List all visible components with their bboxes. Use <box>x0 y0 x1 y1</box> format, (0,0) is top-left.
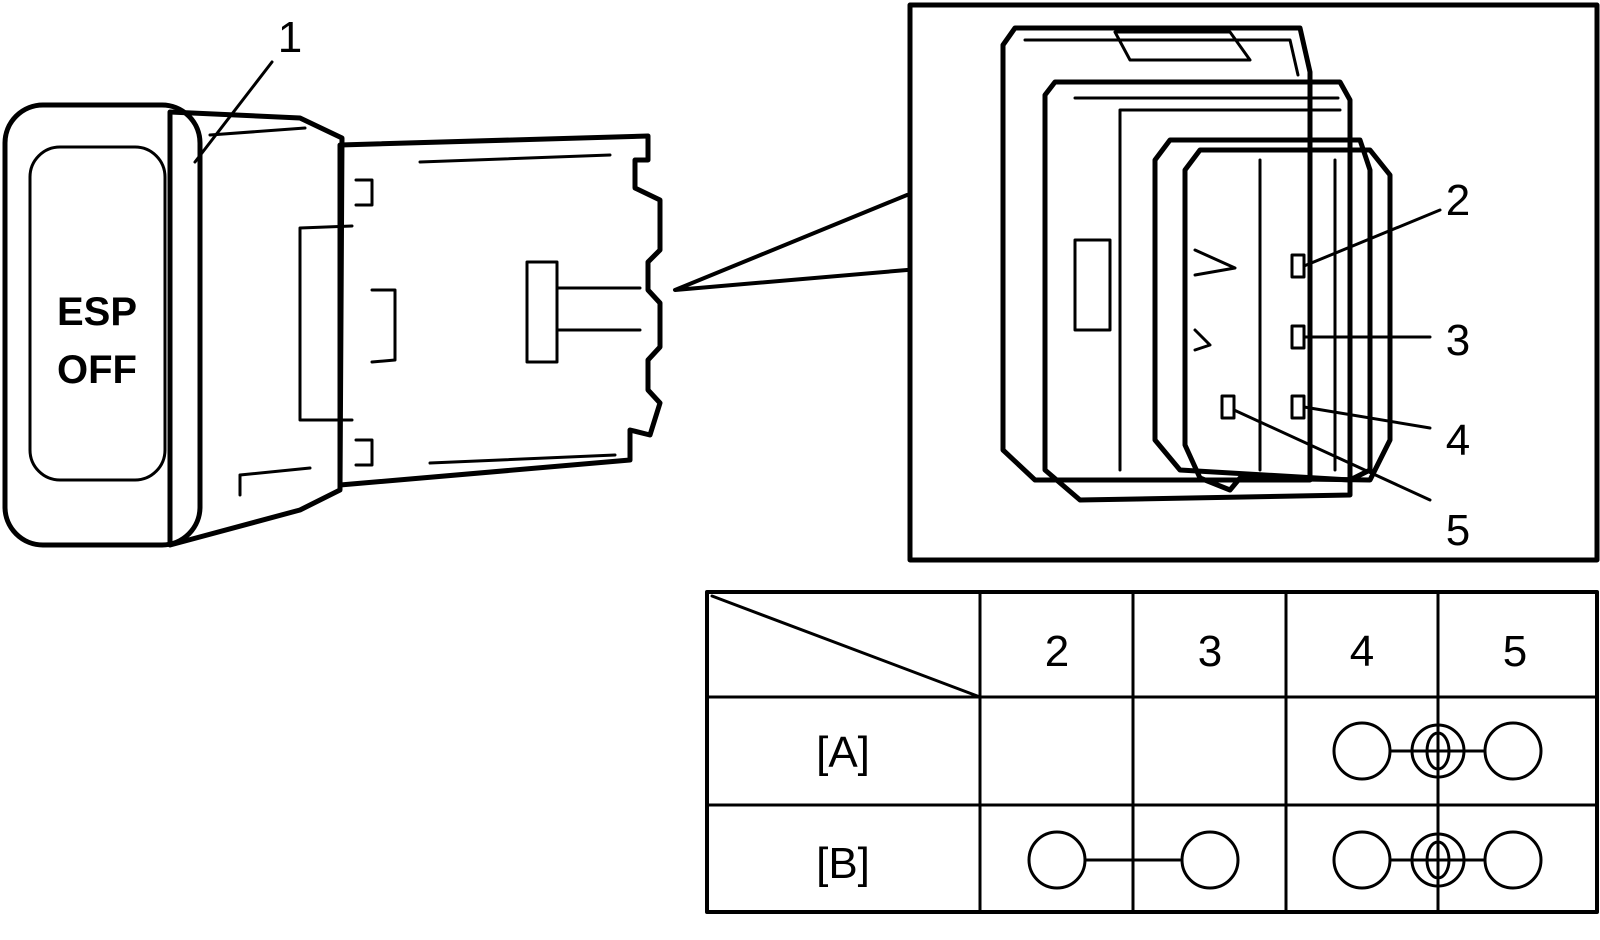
terminal-2-pin <box>1290 253 1306 279</box>
table-header-4: 4 <box>1350 627 1374 676</box>
table-header-3: 3 <box>1198 627 1222 676</box>
switch-latch-tab <box>525 260 559 364</box>
magnifier-pointer <box>673 193 909 292</box>
connector-closeup: 2 3 4 5 <box>907 2 1600 563</box>
row-b-bulb <box>1410 832 1466 888</box>
continuity-table: 2 3 4 5 [A] [B] <box>705 590 1599 914</box>
esp-off-switch: ESP OFF 1 <box>2 13 663 548</box>
row-a-terminal-5 <box>1483 721 1543 781</box>
switch-face-inner <box>28 145 167 482</box>
terminal-4-label: 4 <box>1446 416 1470 465</box>
callout-1-leader <box>193 60 274 164</box>
callout-1-label: 1 <box>278 13 302 62</box>
switch-connector-body <box>337 133 663 488</box>
terminal-3-label: 3 <box>1446 316 1470 365</box>
terminal-5-label: 5 <box>1446 506 1470 555</box>
row-b-continuity <box>1027 830 1543 890</box>
table-row-a-label: [A] <box>816 728 870 777</box>
table-header-2: 2 <box>1045 627 1069 676</box>
switch-bezel <box>167 109 345 548</box>
table-row-b-label: [B] <box>816 839 870 888</box>
row-b-terminal-3 <box>1180 830 1240 890</box>
terminal-4-leader <box>1302 405 1432 430</box>
closeup-frame <box>907 2 1600 563</box>
terminal-2-label: 2 <box>1446 176 1470 225</box>
switch-face-text-esp: ESP <box>57 290 137 334</box>
terminal-2-leader <box>1302 208 1442 268</box>
row-b-terminal-2 <box>1027 830 1087 890</box>
row-b-terminal-4 <box>1332 830 1392 890</box>
table-outline <box>705 590 1599 914</box>
switch-face-text-off: OFF <box>57 348 137 392</box>
terminal-4-pin <box>1290 394 1306 420</box>
terminal-5-pin <box>1220 394 1236 420</box>
row-a-bulb <box>1410 723 1466 779</box>
switch-face <box>2 102 203 548</box>
terminal-3-pin <box>1290 324 1306 350</box>
row-a-continuity <box>1332 695 1543 914</box>
table-header-5: 5 <box>1503 627 1527 676</box>
terminal-5-leader <box>1232 408 1432 502</box>
table-corner-diagonal <box>710 594 982 699</box>
connector-socket <box>1182 147 1393 493</box>
row-a-terminal-4 <box>1332 721 1392 781</box>
row-b-terminal-5 <box>1483 830 1543 890</box>
